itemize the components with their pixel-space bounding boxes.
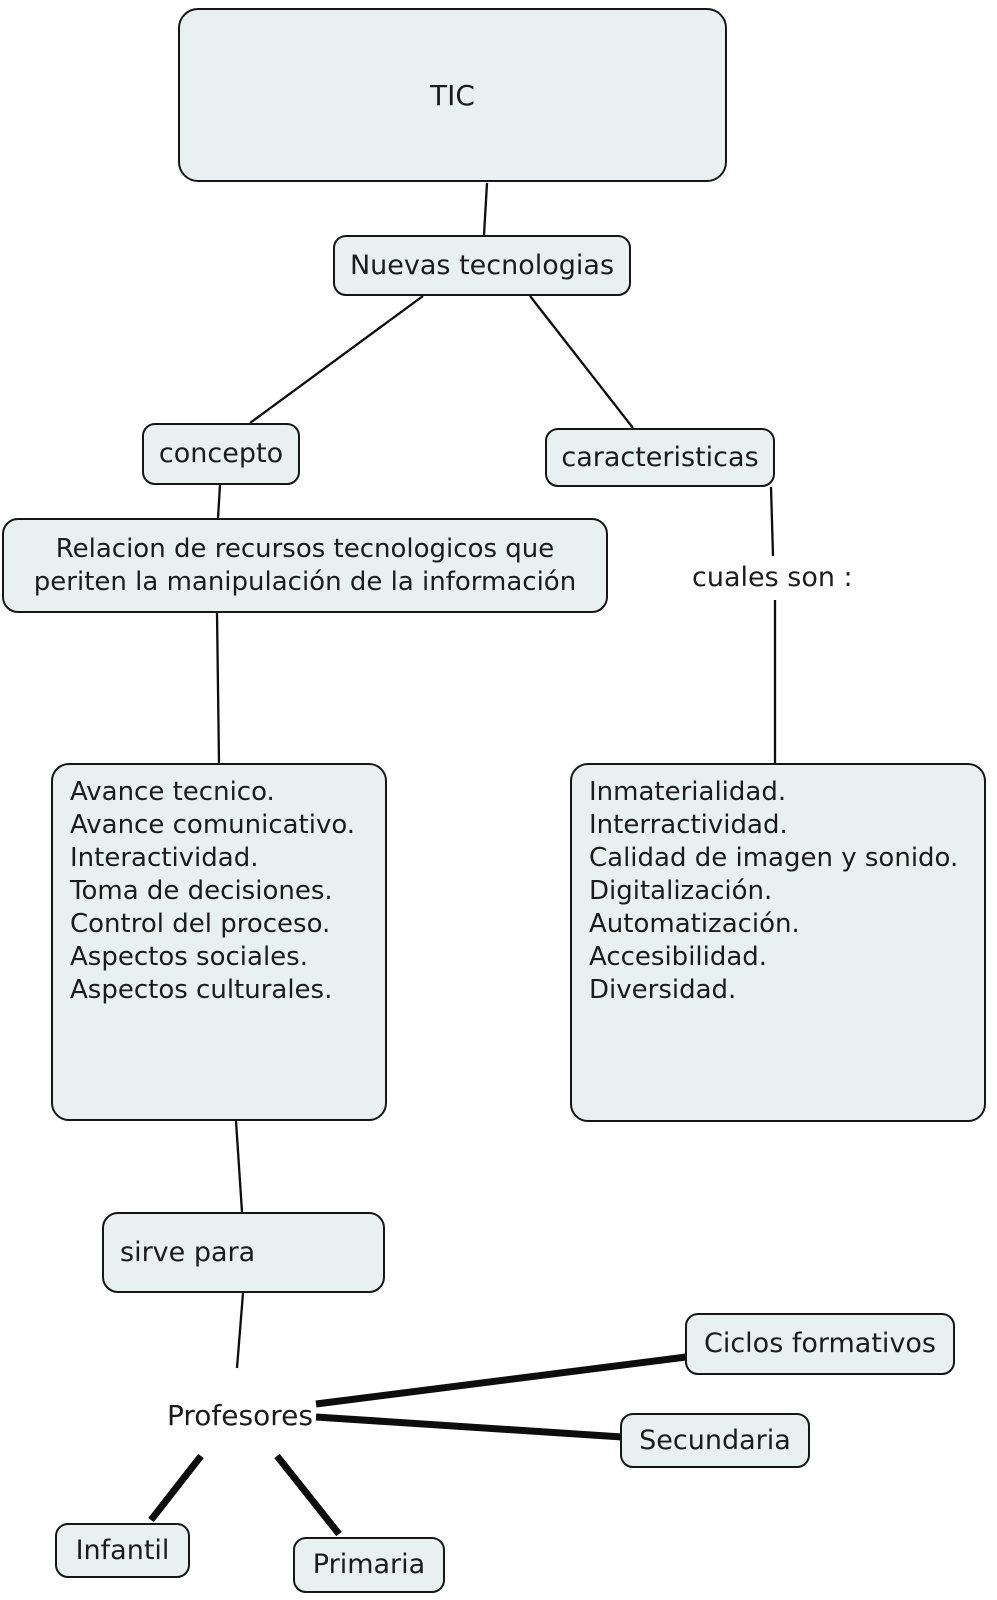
node-tic-label: TIC: [430, 78, 475, 112]
node-caracteristicas-label: caracteristicas: [561, 441, 759, 473]
connector-lista-sirvepara: [234, 1120, 244, 1213]
node-cuales-son[interactable]: cuales son :: [692, 561, 853, 595]
node-concepto-lista-label: Avance tecnico. Avance comunicativo. Int…: [70, 777, 356, 1005]
connector-concepto-relacion: [216, 484, 222, 519]
node-infantil-label: Infantil: [75, 1534, 170, 1566]
connector-profesores-primaria: [274, 1453, 342, 1537]
node-primaria[interactable]: Primaria: [293, 1537, 445, 1593]
node-nuevas-tecnologias-label: Nuevas tecnologias: [349, 249, 615, 281]
connector-tic-nuevas: [482, 182, 489, 236]
connector-caracteristicas-cualesson: [769, 486, 775, 557]
node-caracteristicas-lista[interactable]: Inmaterialidad. Interractividad. Calidad…: [570, 763, 986, 1122]
node-primaria-label: Primaria: [312, 1549, 426, 1580]
node-secundaria-label: Secundaria: [639, 1424, 791, 1456]
node-relacion-label: Relacion de recursos tecnologicos que pe…: [33, 533, 577, 597]
node-caracteristicas-lista-label: Inmaterialidad. Interractividad. Calidad…: [589, 777, 959, 1005]
node-sirve-para-label: sirve para: [120, 1236, 256, 1268]
connector-profesores-infantil: [148, 1453, 204, 1523]
node-concepto-label: concepto: [158, 438, 284, 469]
node-ciclos-formativos-label: Ciclos formativos: [703, 1328, 937, 1359]
connector-profesores-ciclos: [315, 1353, 687, 1408]
node-relacion[interactable]: Relacion de recursos tecnologicos que pe…: [2, 518, 608, 613]
connector-sirvepara-profesores: [235, 1292, 245, 1369]
node-concepto-lista[interactable]: Avance tecnico. Avance comunicativo. Int…: [51, 763, 387, 1121]
node-profesores-label: Profesores: [167, 1399, 313, 1432]
node-ciclos-formativos[interactable]: Ciclos formativos: [685, 1313, 955, 1375]
node-infantil[interactable]: Infantil: [55, 1523, 190, 1578]
node-caracteristicas[interactable]: caracteristicas: [545, 428, 775, 487]
node-tic[interactable]: TIC: [178, 8, 727, 182]
connector-profesores-secundaria: [315, 1413, 623, 1441]
node-nuevas-tecnologias[interactable]: Nuevas tecnologias: [333, 235, 631, 296]
node-sirve-para[interactable]: sirve para: [102, 1212, 385, 1293]
node-concepto[interactable]: concepto: [142, 423, 300, 485]
node-secundaria[interactable]: Secundaria: [620, 1413, 810, 1468]
connector-nuevas-concepto: [249, 295, 424, 424]
node-cuales-son-label: cuales son :: [692, 562, 853, 593]
connector-relacion-lista: [215, 612, 221, 764]
connector-nuevas-caracteristicas: [529, 295, 634, 429]
node-profesores[interactable]: Profesores: [167, 1398, 313, 1433]
